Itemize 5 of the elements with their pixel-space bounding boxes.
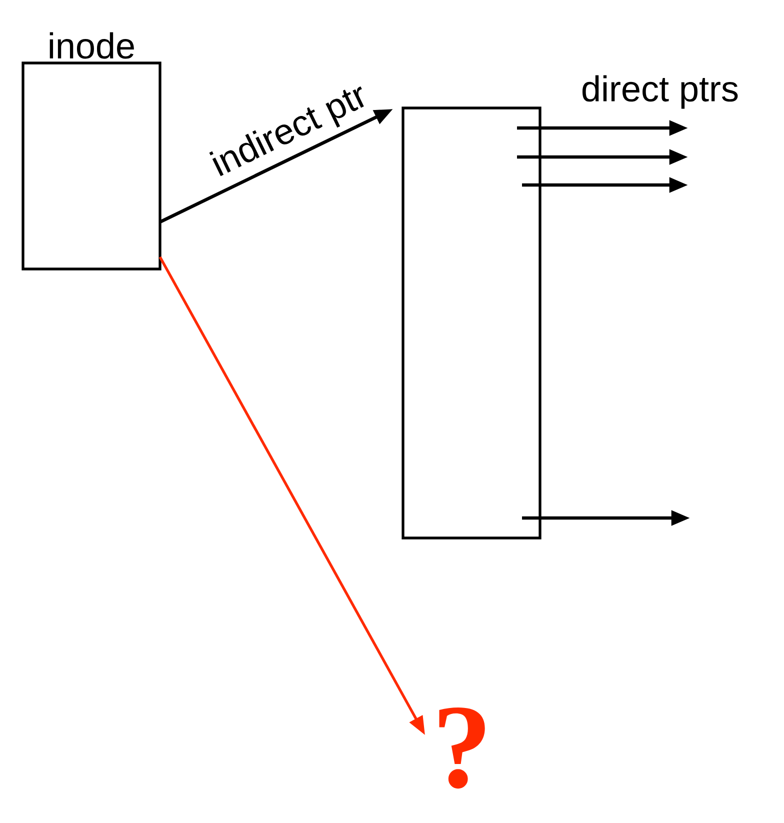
inode-box: inode bbox=[22, 32, 162, 270]
node-label: inode bbox=[50, 32, 134, 59]
pointer-label: direct ptrs bbox=[582, 75, 738, 109]
block-box bbox=[402, 106, 542, 540]
question-mark: ? bbox=[439, 707, 485, 789]
